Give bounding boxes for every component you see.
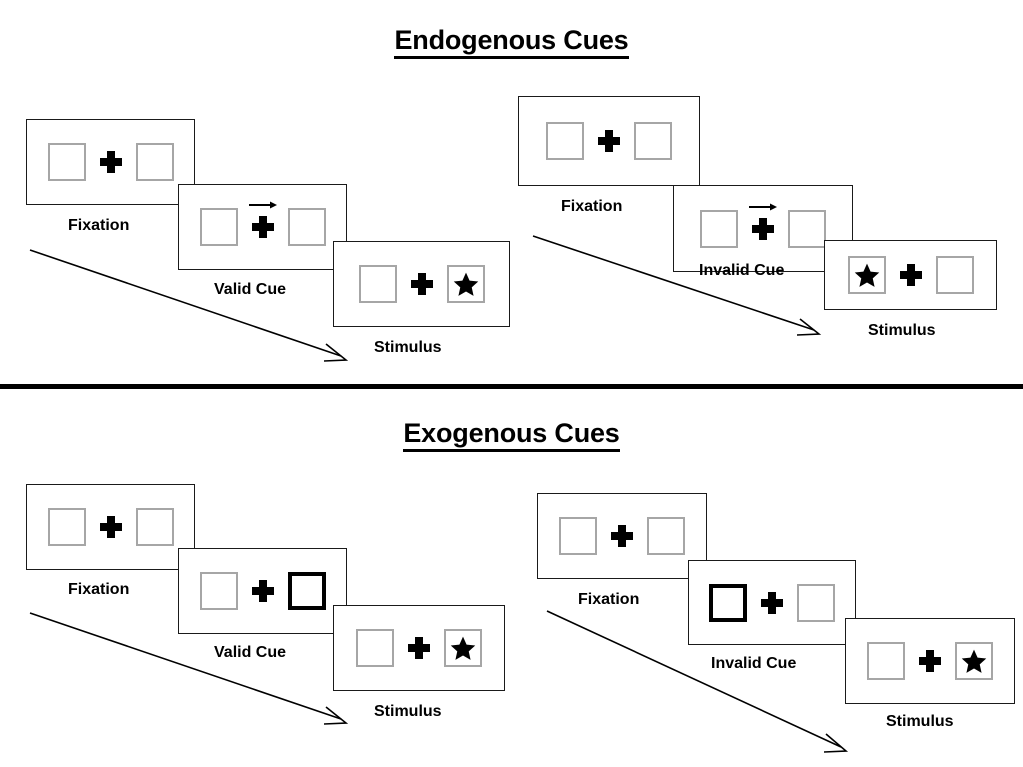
right-target-box: [446, 265, 485, 303]
caption-exogenous-invalid-stimulus: Stimulus: [886, 713, 954, 730]
caption-endogenous-invalid-cue: Invalid Cue: [699, 262, 785, 279]
panel-exogenous-invalid-fixation: [537, 493, 707, 579]
caption-endogenous-valid-stimulus: Stimulus: [374, 339, 442, 356]
stimulus-display: [546, 122, 672, 160]
stimulus-display: [559, 517, 685, 555]
left-placeholder-box: [867, 642, 905, 680]
left-placeholder-box: [356, 629, 394, 667]
fixation-cross-icon: [598, 130, 620, 152]
endogenous-section-title: Endogenous Cues: [0, 25, 1023, 59]
endogenous-section-title-text: Endogenous Cues: [394, 25, 629, 59]
star-target-icon: [450, 636, 476, 660]
panel-exogenous-valid-cue: [178, 548, 347, 634]
fixation-cross-icon: [99, 151, 122, 173]
caption-exogenous-valid-fixation: Fixation: [68, 581, 130, 598]
panel-exogenous-invalid-stimulus: [845, 618, 1015, 704]
left-placeholder-box: [546, 122, 584, 160]
fixation-cross-icon: [408, 637, 430, 659]
panel-endogenous-valid-stimulus: [333, 241, 510, 327]
stimulus-display: [867, 642, 993, 680]
caption-endogenous-invalid-fixation: Fixation: [561, 198, 623, 215]
fixation-cross-icon: [248, 201, 277, 238]
panel-endogenous-valid-cue: [178, 184, 347, 270]
right-placeholder-box: [788, 209, 826, 248]
panel-exogenous-invalid-cue: [688, 560, 856, 645]
fixation-cross-icon: [251, 580, 274, 602]
left-placeholder-box: [700, 209, 738, 248]
caption-endogenous-valid-cue: Valid Cue: [214, 281, 287, 298]
left-placeholder-box: [199, 572, 238, 610]
stimulus-display: [47, 143, 174, 181]
right-placeholder-box: [935, 256, 974, 294]
caption-endogenous-invalid-stimulus: Stimulus: [868, 322, 936, 339]
exogenous-section-title-text: Exogenous Cues: [403, 418, 620, 452]
caption-exogenous-valid-cue: Valid Cue: [214, 644, 287, 661]
panel-exogenous-valid-fixation: [26, 484, 195, 570]
panel-exogenous-valid-stimulus: [333, 605, 505, 691]
stimulus-display: [358, 265, 485, 303]
panel-endogenous-invalid-stimulus: [824, 240, 997, 310]
stimulus-display: [356, 629, 482, 667]
right-placeholder-box: [634, 122, 672, 160]
fixation-cross-icon: [749, 203, 777, 240]
fixation-cross-icon: [410, 273, 433, 295]
star-target-icon: [453, 272, 478, 296]
right-placeholder-box: [797, 583, 835, 622]
left-placeholder-box: [47, 508, 86, 546]
stimulus-display: [199, 201, 326, 246]
panel-endogenous-invalid-fixation: [518, 96, 700, 186]
left-cued-box: [709, 583, 747, 622]
left-target-box: [847, 256, 886, 294]
caption-endogenous-valid-fixation: Fixation: [68, 217, 130, 234]
fixation-cross-icon: [899, 264, 922, 286]
left-placeholder-box: [559, 517, 597, 555]
fixation-cross-icon: [761, 591, 783, 614]
right-target-box: [444, 629, 482, 667]
right-placeholder-box: [287, 208, 326, 246]
stimulus-display: [700, 203, 826, 248]
star-target-icon: [854, 263, 879, 287]
stimulus-display: [709, 583, 835, 622]
arrow-right-cue-icon: [749, 203, 777, 210]
left-placeholder-box: [199, 208, 238, 246]
fixation-cross-icon: [919, 650, 941, 672]
fixation-cross-icon: [611, 525, 633, 547]
left-placeholder-box: [358, 265, 397, 303]
caption-exogenous-invalid-fixation: Fixation: [578, 591, 640, 608]
right-placeholder-box: [135, 143, 174, 181]
left-placeholder-box: [47, 143, 86, 181]
arrow-right-cue-icon: [248, 201, 277, 209]
right-target-box: [955, 642, 993, 680]
right-placeholder-box: [647, 517, 685, 555]
caption-exogenous-invalid-cue: Invalid Cue: [711, 655, 797, 672]
exogenous-section-title: Exogenous Cues: [0, 418, 1023, 452]
star-target-icon: [961, 649, 987, 673]
stimulus-display: [847, 256, 974, 294]
section-divider: [0, 384, 1023, 389]
fixation-cross-icon: [99, 516, 122, 538]
stimulus-display: [47, 508, 174, 546]
stimulus-display: [199, 572, 326, 610]
right-cued-box: [287, 572, 326, 610]
right-placeholder-box: [135, 508, 174, 546]
caption-exogenous-valid-stimulus: Stimulus: [374, 703, 442, 720]
panel-endogenous-valid-fixation: [26, 119, 195, 205]
